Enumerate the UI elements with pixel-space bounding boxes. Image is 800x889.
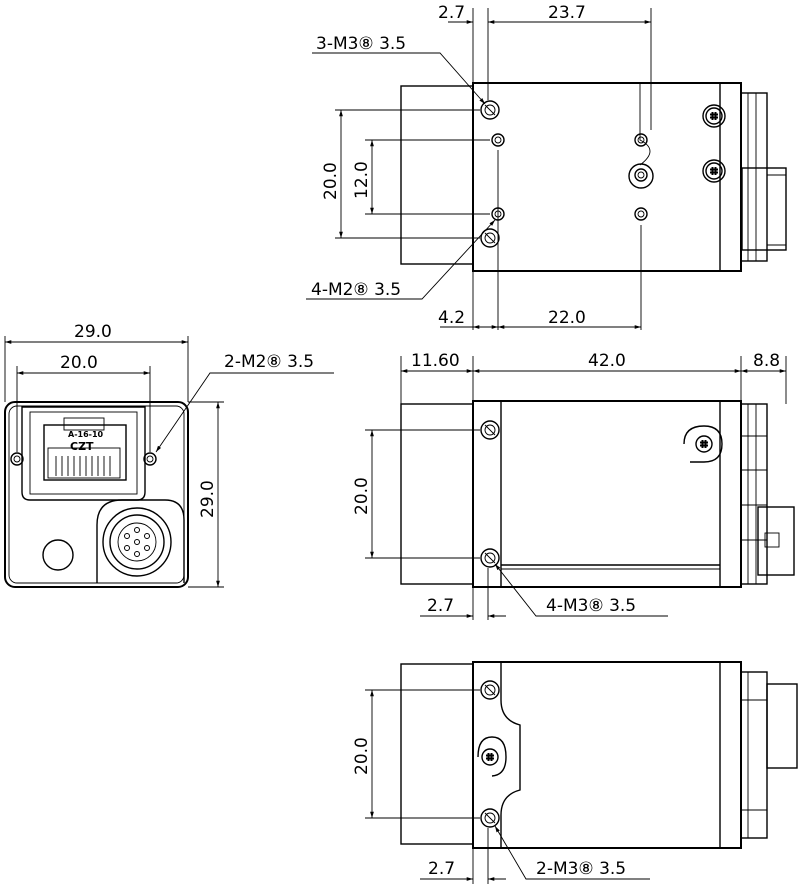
top-view: 2.7 23.7 3-M3⑧ 3.5 20.0 12.0 4-M2⑧ 3.5 4…: [306, 3, 787, 330]
dimension-label: 23.7: [548, 3, 586, 23]
camera-body: [472, 661, 742, 849]
dimension-label: 2.7: [438, 3, 465, 23]
lens-barrel: [400, 403, 474, 585]
callout-label: 4-M2⑧ 3.5: [311, 280, 401, 300]
dimension-label: 20.0: [60, 353, 98, 373]
callout-label: 3-M3⑧ 3.5: [316, 34, 406, 54]
dimension-label: 8.8: [753, 351, 780, 371]
dimension-label: 29.0: [198, 480, 218, 518]
dimension-label: 42.0: [588, 351, 626, 371]
screw-icon: [481, 748, 499, 766]
circular-connector: [102, 507, 172, 577]
dimension-label: 29.0: [74, 322, 112, 342]
dimension-label: 20.0: [352, 477, 372, 515]
callout-label: 4-M3⑧ 3.5: [546, 596, 636, 616]
camera-front-face: [4, 401, 189, 588]
dimension-label: 11.60: [411, 351, 460, 371]
front-view: A-16-10 CZT 29.0 20.0 2-M2⑧ 3.5: [4, 322, 334, 588]
bottom-view: 20.0 2.7 2-M3⑧ 3.5: [352, 661, 798, 884]
callout-label: 2-M3⑧ 3.5: [536, 859, 626, 879]
dimension-label: 20.0: [352, 737, 372, 775]
callout-label: 2-M2⑧ 3.5: [224, 352, 314, 372]
dimension-label: 20.0: [321, 162, 341, 200]
dimension-label: 2.7: [427, 596, 454, 616]
led-indicator: [42, 539, 74, 571]
side-view: 11.60 42.0 8.8 20.0 2.7 4-M3⑧ 3.5: [352, 351, 795, 620]
lens-barrel: [400, 663, 474, 845]
screw-icon: [695, 435, 713, 453]
dimension-label: 4.2: [438, 308, 465, 328]
dimension-label: 2.7: [428, 859, 455, 879]
connector-label: CZT: [70, 440, 94, 453]
camera-body: [472, 82, 742, 272]
dimension-label: 22.0: [548, 308, 586, 328]
lens-barrel: [400, 85, 474, 265]
dimension-label: 12.0: [352, 161, 372, 199]
connector-label: A-16-10: [68, 430, 104, 439]
camera-body: [472, 400, 742, 588]
